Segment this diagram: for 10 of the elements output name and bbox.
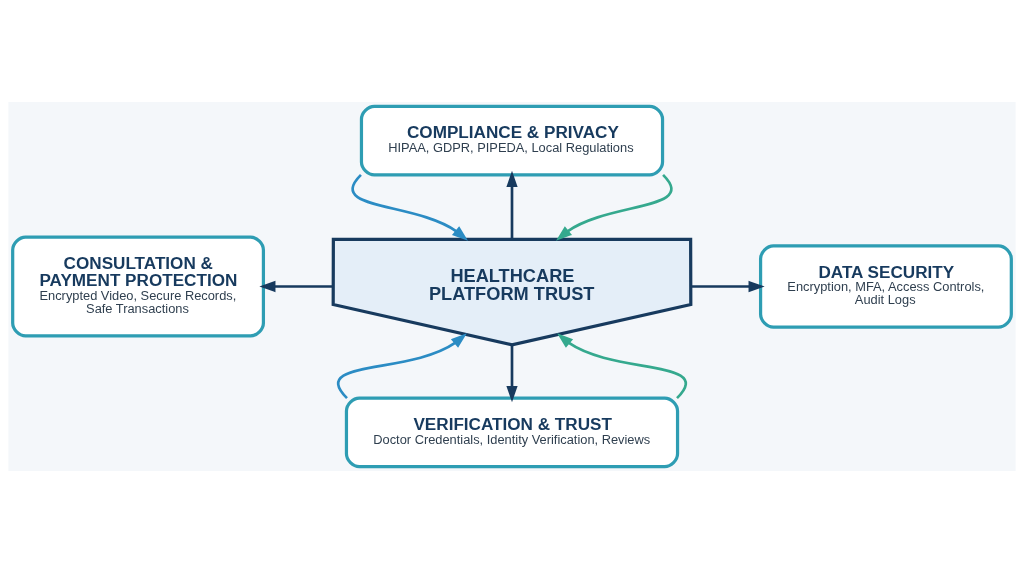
node-box: VERIFICATION & TRUST Doctor Credentials, Identity Verification, Reviews xyxy=(344,396,680,468)
arrow xyxy=(506,170,518,238)
node-box: CONSULTATION & PAYMENT PROTECTION Encrypted Video, Secure Records, Safe Transactions xyxy=(11,235,265,337)
node-box: DATA SECURITY Encryption, MFA, Access Controls, Audit Logs xyxy=(759,243,1013,329)
arrow xyxy=(690,280,765,292)
arrow xyxy=(506,344,518,402)
arrow xyxy=(557,332,687,399)
arrow xyxy=(337,332,467,399)
arrow xyxy=(259,280,334,292)
node-box: COMPLIANCE & PRIVACY HIPAA, GDPR, PIPEDA, Local Regulations xyxy=(359,104,665,176)
